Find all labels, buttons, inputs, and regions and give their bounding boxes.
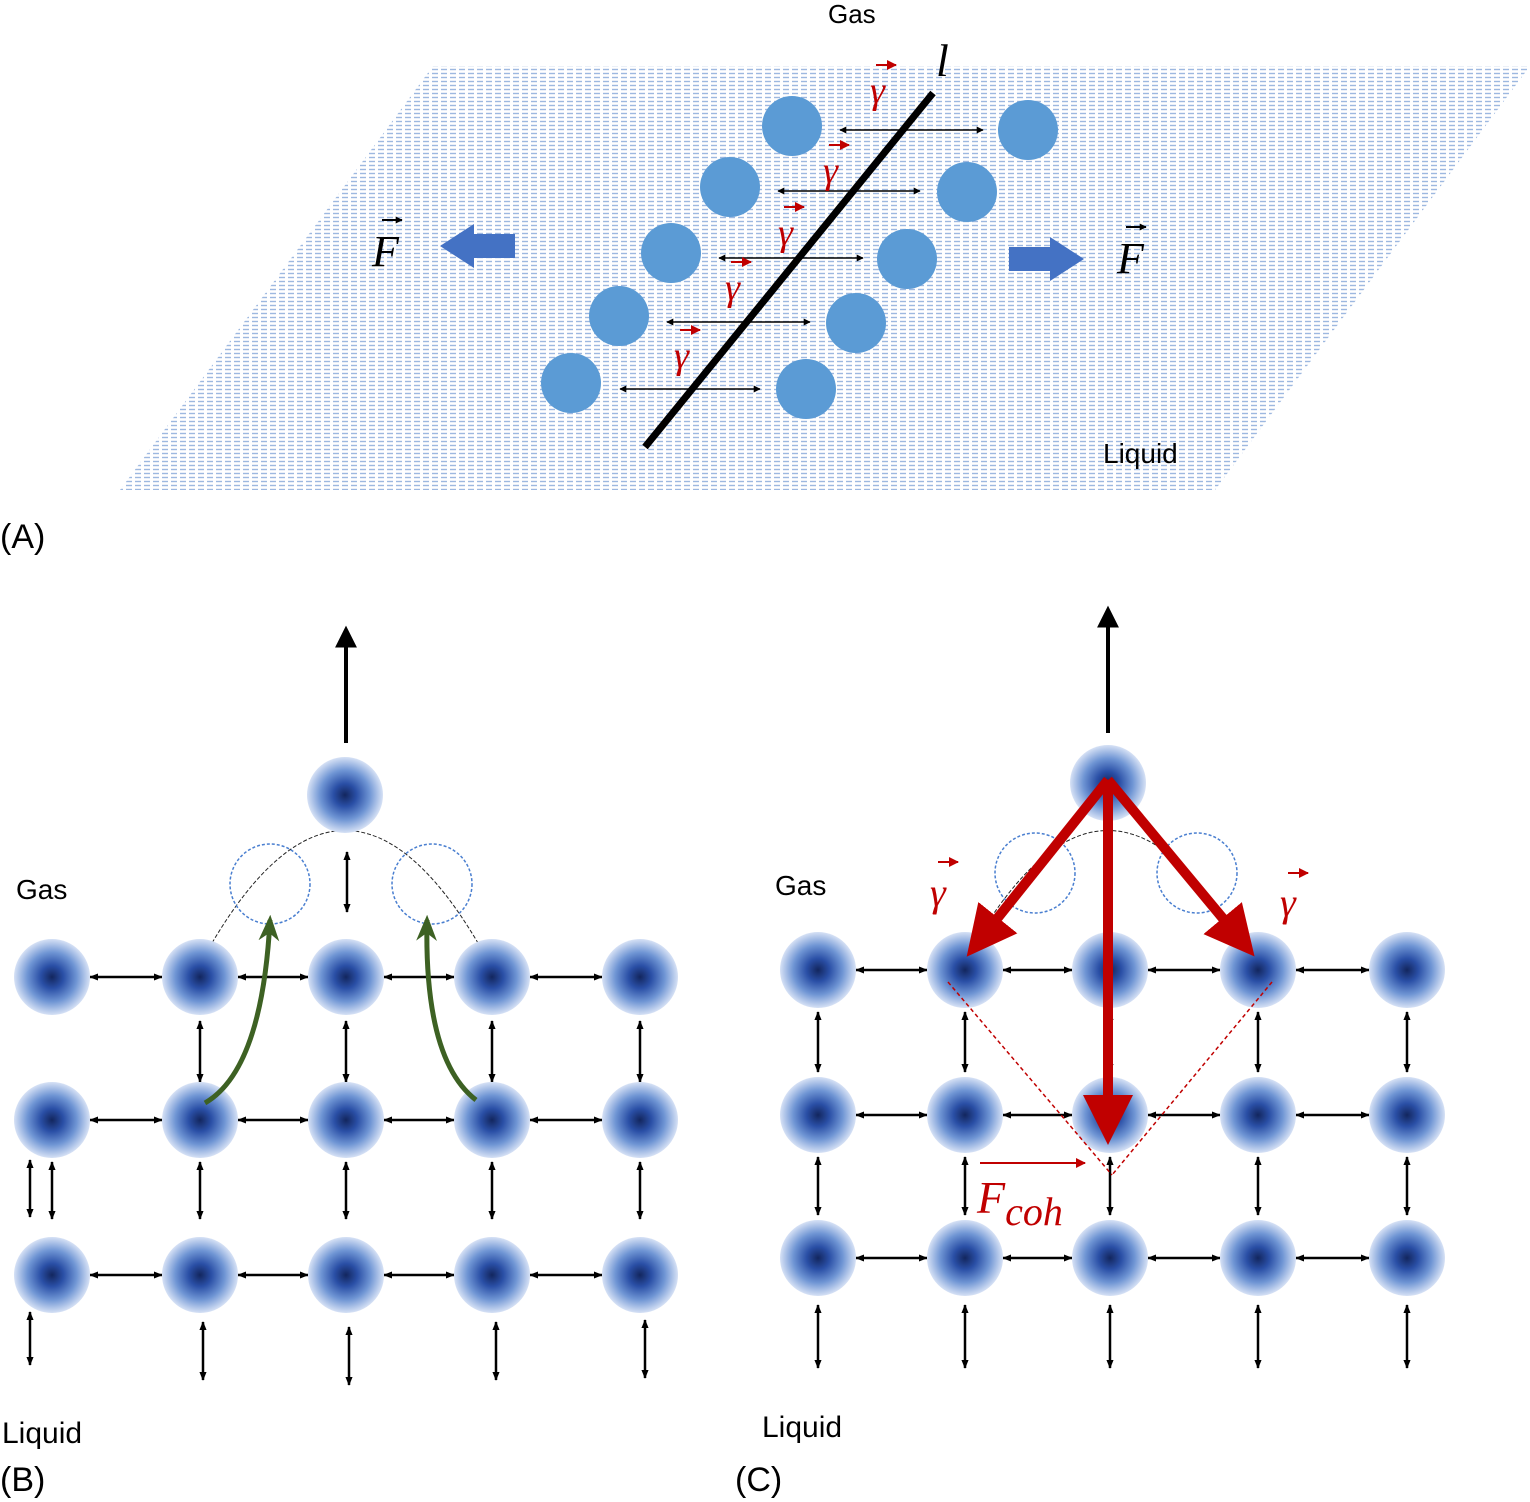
svg-text:γ: γ bbox=[778, 212, 794, 254]
molecule bbox=[454, 939, 530, 1015]
panel-c-bonds bbox=[814, 966, 1411, 1369]
molecule bbox=[1369, 932, 1445, 1008]
molecule bbox=[14, 1237, 90, 1313]
force-arrow-right bbox=[1009, 237, 1084, 281]
molecule bbox=[308, 1237, 384, 1313]
molecule bbox=[780, 1220, 856, 1296]
molecule bbox=[927, 1220, 1003, 1296]
svg-text:F: F bbox=[1116, 234, 1145, 283]
gamma-label-left: γ bbox=[930, 857, 959, 915]
vacancy-right bbox=[1156, 832, 1238, 914]
svg-text:γ: γ bbox=[823, 150, 839, 192]
molecule bbox=[1220, 1077, 1296, 1153]
molecule bbox=[162, 1082, 238, 1158]
molecule bbox=[780, 932, 856, 1008]
vacancy-right bbox=[391, 843, 473, 925]
molecule bbox=[927, 1077, 1003, 1153]
molecule bbox=[602, 1237, 678, 1313]
molecule bbox=[602, 939, 678, 1015]
panel-a-molecules bbox=[541, 96, 1058, 419]
svg-text:γ: γ bbox=[870, 70, 886, 112]
tension-arrow-right bbox=[1104, 776, 1255, 957]
svg-text:F: F bbox=[371, 227, 400, 276]
molecule bbox=[14, 1082, 90, 1158]
molecule bbox=[998, 100, 1058, 160]
molecule bbox=[602, 1082, 678, 1158]
molecule bbox=[1072, 1220, 1148, 1296]
force-arrow-left bbox=[440, 224, 515, 268]
molecule bbox=[1369, 1220, 1445, 1296]
gamma-label-right: γ bbox=[1280, 868, 1309, 925]
molecule bbox=[454, 1237, 530, 1313]
tension-arrow-left bbox=[966, 776, 1112, 957]
molecule bbox=[308, 1082, 384, 1158]
molecule bbox=[1220, 1220, 1296, 1296]
panel-a-label: (A) bbox=[0, 518, 45, 556]
line-l-label: l bbox=[936, 35, 949, 86]
molecule bbox=[454, 1082, 530, 1158]
panel-b-bonds bbox=[26, 851, 649, 1386]
panel-c-liquid-label: Liquid bbox=[762, 1411, 842, 1444]
gamma-label: γ bbox=[870, 60, 897, 112]
molecule bbox=[762, 96, 822, 156]
svg-text:γ: γ bbox=[725, 267, 741, 309]
panel-a-liquid-label: Liquid bbox=[1103, 438, 1178, 469]
svg-text:γ: γ bbox=[930, 870, 947, 915]
molecule bbox=[541, 353, 601, 413]
panel-b: Gas Liquid (B) bbox=[0, 625, 678, 1499]
molecule bbox=[877, 229, 937, 289]
panel-b-liquid-label: Liquid bbox=[2, 1417, 82, 1450]
molecule bbox=[776, 359, 836, 419]
curved-arrow-left bbox=[203, 914, 280, 1106]
svg-text:γ: γ bbox=[674, 335, 690, 377]
molecule bbox=[308, 939, 384, 1015]
gamma-label: γ bbox=[725, 257, 752, 309]
vacancy-left bbox=[994, 832, 1076, 914]
panel-a-tension-arrows bbox=[619, 126, 984, 393]
panel-b-gas-label: Gas bbox=[16, 874, 67, 905]
lift-trajectory bbox=[211, 830, 479, 944]
panel-b-molecules bbox=[14, 757, 678, 1313]
liquid-surface-plane bbox=[120, 66, 1530, 490]
panel-c-label: (C) bbox=[735, 1461, 782, 1499]
panel-c-gas-label: Gas bbox=[775, 870, 826, 901]
gamma-label: γ bbox=[674, 325, 701, 377]
molecule bbox=[937, 162, 997, 222]
force-label-right: F bbox=[1116, 223, 1147, 283]
panel-c: γ γ Fcoh Gas Liquid (C) bbox=[735, 605, 1445, 1499]
force-label-left: F bbox=[371, 216, 403, 276]
molecule bbox=[927, 932, 1003, 1008]
molecule bbox=[700, 157, 760, 217]
curved-arrow-right bbox=[416, 914, 478, 1102]
cohesion-force-label: Fcoh bbox=[976, 1158, 1086, 1234]
svg-text:Fcoh: Fcoh bbox=[976, 1172, 1063, 1234]
molecule bbox=[162, 1237, 238, 1313]
molecule bbox=[780, 1077, 856, 1153]
molecule bbox=[826, 293, 886, 353]
gamma-label: γ bbox=[823, 140, 850, 192]
panel-b-label: (B) bbox=[0, 1461, 45, 1499]
molecule bbox=[1220, 932, 1296, 1008]
molecule bbox=[641, 223, 701, 283]
molecule bbox=[307, 757, 383, 833]
panel-a-gas-label: Gas bbox=[828, 0, 876, 29]
molecule bbox=[589, 286, 649, 346]
molecule bbox=[162, 939, 238, 1015]
molecule bbox=[1369, 1077, 1445, 1153]
svg-text:γ: γ bbox=[1280, 880, 1297, 925]
molecule bbox=[14, 939, 90, 1015]
vacancy-left bbox=[229, 843, 311, 925]
gamma-label: γ bbox=[778, 202, 805, 254]
